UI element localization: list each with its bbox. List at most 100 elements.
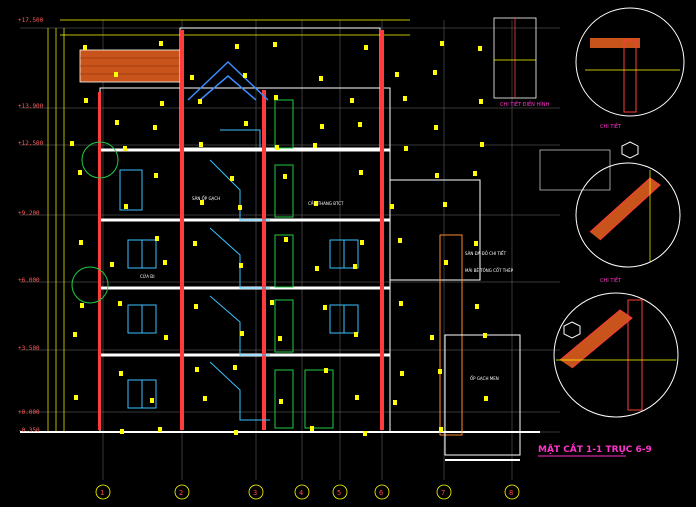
dimension-mark xyxy=(243,73,247,78)
gable-roof xyxy=(187,60,269,101)
dimension-mark xyxy=(400,371,404,376)
drawing-title: MẶT CẮT 1-1 TRỤC 6-9 xyxy=(538,442,652,455)
dimension-mark xyxy=(323,305,327,310)
detail-section-small xyxy=(493,17,537,99)
dimension-mark xyxy=(354,332,358,337)
dimension-mark xyxy=(395,72,399,77)
dimension-mark xyxy=(313,143,317,148)
dimension-mark xyxy=(435,173,439,178)
dimension-mark xyxy=(233,365,237,370)
dimension-mark xyxy=(73,332,77,337)
dimension-mark xyxy=(114,72,118,77)
axis-label: 8 xyxy=(509,489,513,497)
dimension-mark xyxy=(358,122,362,127)
dimension-mark xyxy=(203,396,207,401)
dimension-mark xyxy=(115,120,119,125)
dimension-mark xyxy=(355,395,359,400)
dimension-mark xyxy=(119,371,123,376)
axis-label: 4 xyxy=(299,489,303,497)
dimension-marks xyxy=(70,41,488,436)
dimension-mark xyxy=(200,200,204,205)
dimension-mark xyxy=(244,121,248,126)
dimension-mark xyxy=(239,263,243,268)
axis-label: 7 xyxy=(441,489,445,497)
doors xyxy=(274,99,334,429)
dimension-mark xyxy=(478,46,482,51)
dimension-mark xyxy=(160,101,164,106)
dimension-mark xyxy=(438,369,442,374)
dimension-mark xyxy=(283,174,287,179)
dimension-mark xyxy=(230,176,234,181)
axis-label: 5 xyxy=(337,489,341,497)
level-label: -0.350 xyxy=(18,427,40,434)
dimension-mark xyxy=(350,98,354,103)
dimension-mark xyxy=(79,240,83,245)
dimension-mark xyxy=(80,303,84,308)
dimension-mark xyxy=(155,236,159,241)
dimension-mark xyxy=(78,170,82,175)
dimension-mark xyxy=(274,95,278,100)
level-label: +3.500 xyxy=(18,345,40,352)
dimension-mark xyxy=(83,45,87,50)
dimension-mark xyxy=(433,70,437,75)
dimension-mark xyxy=(314,201,318,206)
dimension-mark xyxy=(278,336,282,341)
dimension-mark xyxy=(234,430,238,435)
dimension-mark xyxy=(159,41,163,46)
dimension-mark xyxy=(479,99,483,104)
dimension-mark xyxy=(154,173,158,178)
dimension-mark xyxy=(158,427,162,432)
dimension-mark xyxy=(270,300,274,305)
dimension-mark xyxy=(190,75,194,80)
dimension-mark xyxy=(153,125,157,130)
dimension-mark xyxy=(315,266,319,271)
dimension-mark xyxy=(150,398,154,403)
level-label: +12.500 xyxy=(18,140,44,147)
level-labels: +17.500 +13.900 +12.500 +9.200 +6.000 +3… xyxy=(18,17,44,434)
detail-circle-1 xyxy=(575,7,685,117)
dimension-mark xyxy=(474,241,478,246)
dimension-chain-left xyxy=(47,28,65,432)
dimension-mark xyxy=(240,331,244,336)
dimension-mark xyxy=(74,395,78,400)
dimension-mark xyxy=(118,301,122,306)
callout-note: SÀN ỐP GẠCH xyxy=(192,196,220,201)
detail-title: CHI TIẾT ĐIỂN HÌNH xyxy=(500,100,549,108)
dimension-mark xyxy=(70,141,74,146)
callout-notes: SÀN ĐÃ ĐỎ CHI TIẾT MÁI BÊ TÔNG CỐT THÉP … xyxy=(140,196,514,381)
detail-callout-circles xyxy=(71,141,119,304)
axis-label: 6 xyxy=(379,489,383,497)
callout-note: CỬA ĐI xyxy=(140,274,155,279)
dimension-mark xyxy=(198,99,202,104)
dimension-mark xyxy=(195,367,199,372)
dimension-mark xyxy=(163,260,167,265)
roof-tiles xyxy=(79,49,181,83)
windows xyxy=(119,169,359,409)
dimension-mark xyxy=(353,264,357,269)
dimension-mark xyxy=(360,240,364,245)
dimension-mark xyxy=(364,45,368,50)
detail-title: CHI TIẾT xyxy=(600,276,622,284)
axis-bubbles xyxy=(95,484,520,500)
callout-note: CẦU THANG BTCT xyxy=(308,201,344,206)
dimension-mark xyxy=(475,304,479,309)
callout-note: SÀN ĐÃ ĐỎ CHI TIẾT xyxy=(465,250,507,256)
level-label: +6.000 xyxy=(18,277,40,284)
dimension-mark xyxy=(120,429,124,434)
dimension-mark xyxy=(319,76,323,81)
dimension-mark xyxy=(399,301,403,306)
dimension-mark xyxy=(439,427,443,432)
dimension-chain-top xyxy=(60,19,410,36)
level-label: +9.200 xyxy=(18,210,40,217)
dimension-mark xyxy=(444,260,448,265)
dimension-mark xyxy=(273,42,277,47)
dimension-mark xyxy=(320,124,324,129)
dimension-mark xyxy=(484,396,488,401)
dimension-mark xyxy=(443,202,447,207)
dimension-mark xyxy=(480,142,484,147)
dimension-mark xyxy=(434,125,438,130)
axis-label: 2 xyxy=(179,489,183,497)
dimension-mark xyxy=(164,335,168,340)
dimension-mark xyxy=(393,400,397,405)
